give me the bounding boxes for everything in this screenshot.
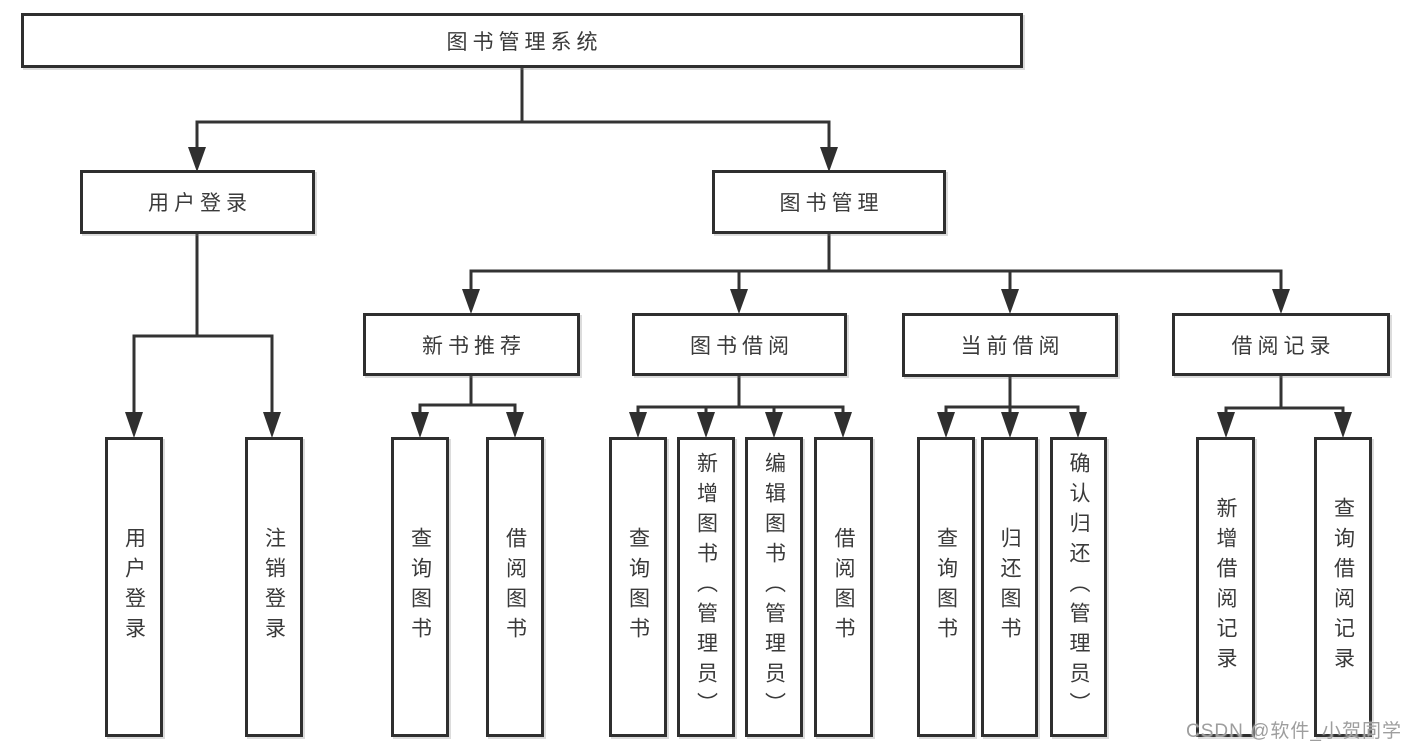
leaf-add-borrow-record: 新增借阅记录 bbox=[1196, 437, 1255, 737]
leaf-label: 借阅图书 bbox=[832, 527, 855, 647]
node-user-login: 用户登录 bbox=[80, 170, 315, 234]
node-current-borrow: 当前借阅 bbox=[902, 313, 1118, 377]
leaf-confirm-return-admin: 确认归还（管理员） bbox=[1050, 437, 1107, 737]
leaf-label: 新增图书（管理员） bbox=[694, 452, 718, 722]
leaf-label: 查询图书 bbox=[626, 527, 650, 647]
leaf-label: 编辑图书（管理员） bbox=[762, 452, 786, 722]
leaf-user-login: 用户登录 bbox=[105, 437, 163, 737]
leaf-label: 查询借阅记录 bbox=[1331, 497, 1355, 677]
node-root-system: 图书管理系统 bbox=[21, 13, 1023, 68]
leaf-borrow-books-1: 借阅图书 bbox=[486, 437, 544, 737]
node-label: 图书管理 bbox=[779, 192, 884, 215]
node-label: 当前借阅 bbox=[960, 335, 1065, 358]
leaf-query-books-2: 查询图书 bbox=[609, 437, 667, 737]
leaf-logout: 注销登录 bbox=[245, 437, 303, 737]
node-borrow-records: 借阅记录 bbox=[1172, 313, 1390, 376]
leaf-query-books-1: 查询图书 bbox=[391, 437, 449, 737]
leaf-edit-books-admin: 编辑图书（管理员） bbox=[745, 437, 803, 737]
leaf-query-borrow-record: 查询借阅记录 bbox=[1314, 437, 1372, 737]
leaf-add-books-admin: 新增图书（管理员） bbox=[677, 437, 735, 737]
leaf-label: 查询图书 bbox=[934, 527, 958, 647]
node-label: 借阅记录 bbox=[1231, 334, 1336, 358]
leaf-label: 新增借阅记录 bbox=[1214, 497, 1237, 677]
node-root-label: 图书管理系统 bbox=[446, 30, 603, 54]
leaf-label: 归还图书 bbox=[998, 527, 1021, 647]
arrowheads bbox=[125, 147, 1352, 438]
leaf-return-books: 归还图书 bbox=[981, 437, 1038, 737]
leaf-label: 注销登录 bbox=[262, 527, 286, 647]
leaf-label: 查询图书 bbox=[408, 527, 432, 647]
node-label: 新书推荐 bbox=[422, 334, 526, 358]
leaf-label: 确认归还（管理员） bbox=[1067, 452, 1090, 722]
node-book-management: 图书管理 bbox=[712, 170, 946, 234]
node-new-book-recommend: 新书推荐 bbox=[363, 313, 580, 376]
leaf-borrow-books-2: 借阅图书 bbox=[814, 437, 873, 737]
node-label: 用户登录 bbox=[148, 192, 252, 215]
csdn-watermark: CSDN @软件_小贺同学 bbox=[1186, 721, 1402, 742]
node-label: 图书借阅 bbox=[690, 334, 794, 358]
leaf-query-books-3: 查询图书 bbox=[917, 437, 975, 737]
leaf-label: 借阅图书 bbox=[503, 527, 527, 647]
leaf-label: 用户登录 bbox=[122, 527, 146, 647]
node-book-borrow: 图书借阅 bbox=[632, 313, 847, 376]
